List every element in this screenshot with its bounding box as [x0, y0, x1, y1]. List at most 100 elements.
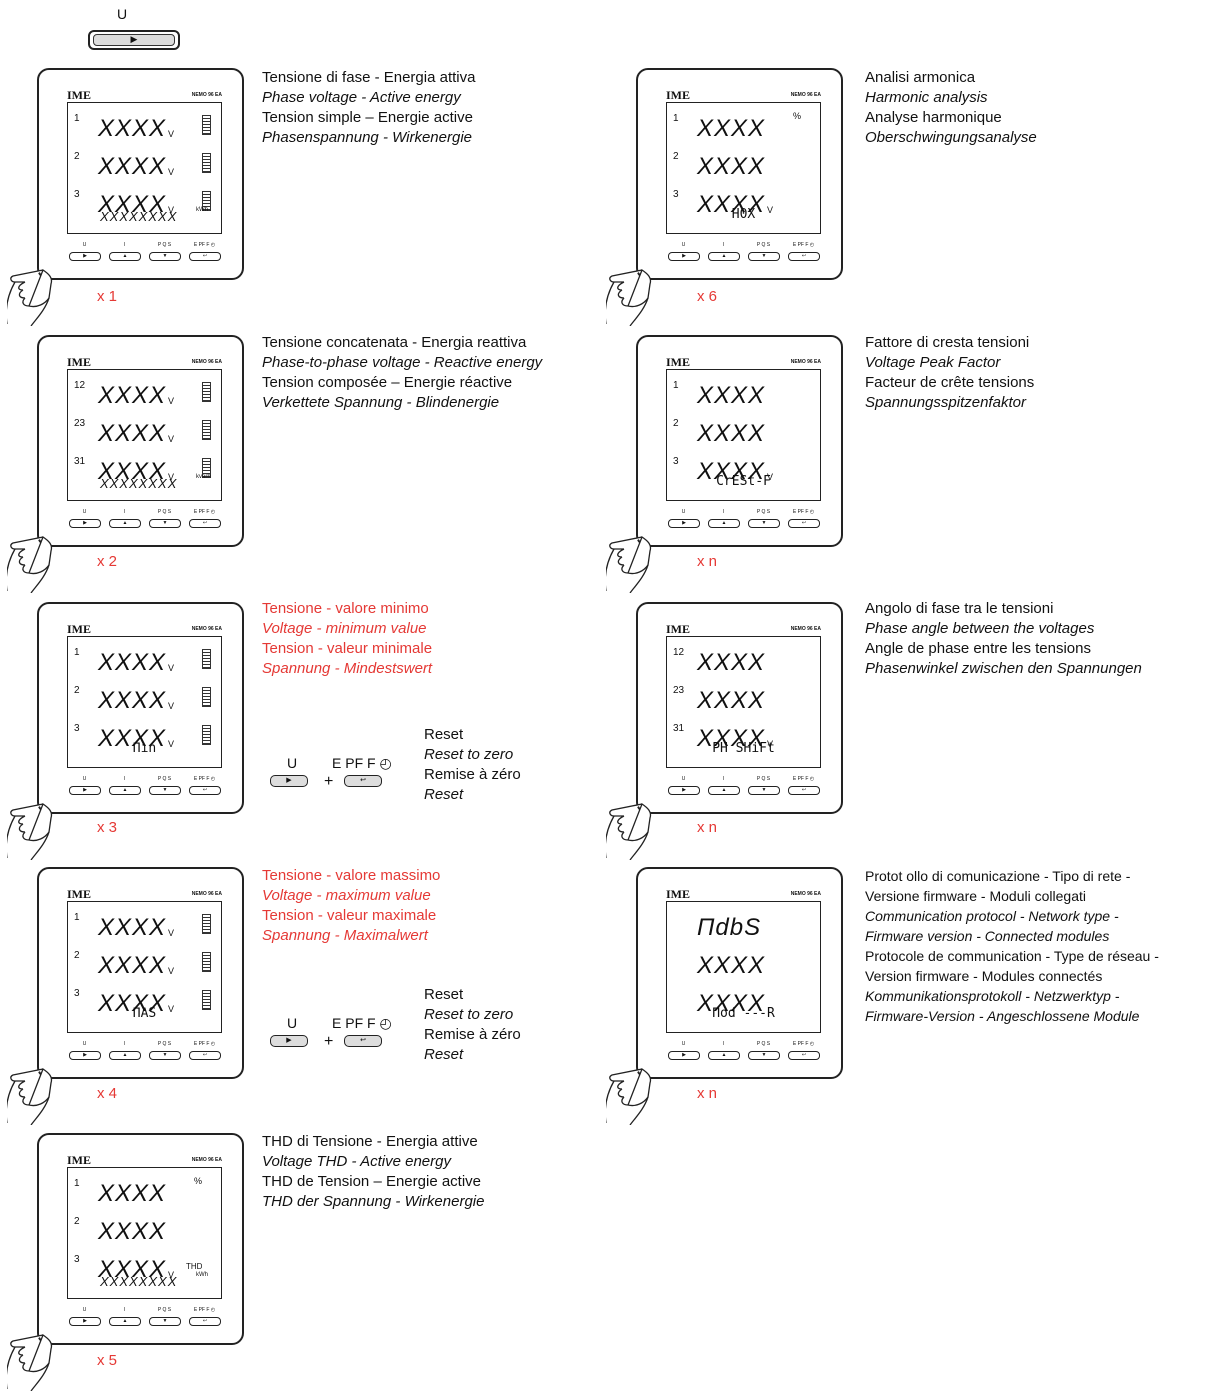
reset-u-button[interactable]: ▶ — [270, 775, 308, 787]
button-row: ▶ ▲ ▼ ↩ — [666, 252, 822, 263]
button-label: P Q S — [157, 509, 172, 515]
model-label: NEMO 96 EA — [191, 626, 222, 632]
model-label: NEMO 96 EA — [191, 359, 222, 365]
i-key[interactable]: ▲ — [109, 786, 141, 795]
description-line: THD di Tensione - Energia attive — [262, 1133, 478, 1150]
description-line: Phasenwinkel zwischen den Spannungen — [865, 660, 1142, 677]
u-key[interactable]: ▶ — [69, 252, 101, 261]
description-line: Tension - valeur minimale — [262, 640, 433, 657]
row-unit: V — [168, 167, 175, 177]
reset-line: Reset to zero — [424, 746, 514, 763]
epf-key[interactable]: ↩ — [788, 786, 820, 795]
epf-key[interactable]: ↩ — [189, 786, 221, 795]
epf-key[interactable]: ↩ — [189, 1317, 221, 1326]
i-key[interactable]: ▲ — [109, 252, 141, 261]
press-hand-illustration — [604, 523, 686, 598]
u-key[interactable]: ▶ — [668, 1051, 700, 1060]
i-key[interactable]: ▲ — [708, 1051, 740, 1060]
mode-description: Protot ollo di comunicazione - Tipo di r… — [865, 866, 1159, 1026]
button-label: P Q S — [756, 242, 771, 248]
reset-e-button[interactable]: ↩ — [344, 1035, 382, 1047]
description-line: Tensione di fase - Energia attiva — [262, 69, 476, 86]
pqs-key[interactable]: ▼ — [748, 252, 780, 261]
pqs-key[interactable]: ▼ — [748, 1051, 780, 1060]
row-unit: V — [168, 205, 175, 215]
row-index: 3 — [74, 723, 80, 734]
hand-icon — [604, 1068, 652, 1126]
row-index: 1 — [74, 912, 80, 923]
u-key[interactable]: ▶ — [69, 1051, 101, 1060]
reset-u-button[interactable]: ▶ — [270, 1035, 308, 1047]
u-key[interactable]: ▶ — [69, 519, 101, 528]
pqs-key[interactable]: ▼ — [149, 1317, 181, 1326]
level-bar-icon — [202, 725, 211, 745]
button-label: U — [681, 509, 686, 515]
epf-key[interactable]: ↩ — [189, 519, 221, 528]
u-key[interactable]: ▶ — [69, 1317, 101, 1326]
pqs-key[interactable]: ▼ — [748, 519, 780, 528]
reset-group-max: U E PF F ◴ ▶ + ↩ Reset Reset to zero Rem… — [268, 985, 548, 1075]
button-label: I — [123, 1307, 126, 1313]
model-label: NEMO 96 EA — [790, 891, 821, 897]
description-line: Phase angle between the voltages — [865, 620, 1095, 637]
level-bar-icon — [202, 952, 211, 972]
description-line: Tensione concatenata - Energia reattiva — [262, 334, 527, 351]
pqs-key[interactable]: ▼ — [149, 1051, 181, 1060]
row-value: XXXX — [98, 990, 167, 1017]
pqs-key[interactable]: ▼ — [149, 786, 181, 795]
pqs-key[interactable]: ▼ — [149, 519, 181, 528]
epf-key[interactable]: ↩ — [189, 1051, 221, 1060]
reset-line: Remise à zéro — [424, 766, 521, 783]
epf-key[interactable]: ↩ — [788, 519, 820, 528]
reset-e-button[interactable]: ↩ — [344, 775, 382, 787]
row-unit: V — [767, 739, 774, 749]
epf-key[interactable]: ↩ — [788, 252, 820, 261]
button-label: P Q S — [157, 1041, 172, 1047]
i-key[interactable]: ▲ — [109, 1051, 141, 1060]
hand-icon — [604, 803, 652, 861]
i-key[interactable]: ▲ — [109, 519, 141, 528]
u-key[interactable]: ▶ — [668, 252, 700, 261]
row-index: 1 — [673, 113, 679, 124]
button-label: E PF F ◴ — [792, 1041, 815, 1047]
press-hand-illustration — [5, 1055, 87, 1130]
epf-key[interactable]: ↩ — [189, 252, 221, 261]
button-label: I — [722, 776, 725, 782]
row-unit: V — [168, 396, 175, 406]
press-count: x 6 — [697, 288, 718, 305]
button-label: U — [82, 1041, 87, 1047]
description-line: Voltage Peak Factor — [865, 354, 1001, 371]
u-key[interactable]: ▶ — [668, 519, 700, 528]
epf-key[interactable]: ↩ — [788, 1051, 820, 1060]
level-bar-icon — [202, 382, 211, 402]
row-value: XXXX — [697, 687, 766, 714]
row-index: 2 — [74, 151, 80, 162]
pqs-key[interactable]: ▼ — [748, 786, 780, 795]
row-index: 3 — [74, 189, 80, 200]
description-line: Communication protocol - Network type - — [865, 908, 1119, 924]
i-key[interactable]: ▲ — [708, 519, 740, 528]
press-hand-illustration — [5, 523, 87, 598]
i-key[interactable]: ▲ — [708, 786, 740, 795]
thd-label: THD — [186, 1262, 203, 1271]
pqs-key[interactable]: ▼ — [149, 252, 181, 261]
u-key[interactable]: ▶ — [69, 786, 101, 795]
i-key[interactable]: ▲ — [708, 252, 740, 261]
row-value: XXXX — [98, 725, 167, 752]
press-count: x n — [697, 1085, 718, 1102]
i-key[interactable]: ▲ — [109, 1317, 141, 1326]
u-button[interactable]: ▶ — [88, 30, 180, 50]
description-line: Spannung - Mindestswert — [262, 660, 433, 677]
u-key[interactable]: ▶ — [668, 786, 700, 795]
